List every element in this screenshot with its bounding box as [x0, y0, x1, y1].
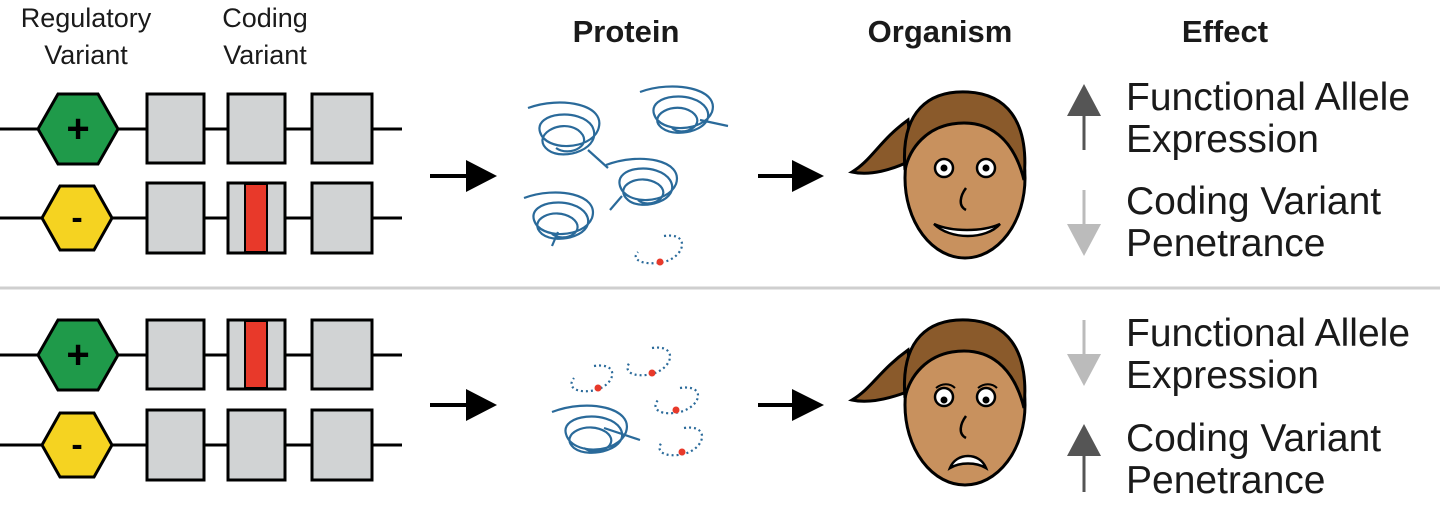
- effect-label: Coding Variant Penetrance: [1126, 181, 1381, 265]
- effect-arrow-down-light: [1067, 320, 1101, 386]
- exon: [310, 92, 374, 165]
- gene-row-top-plus: [0, 92, 402, 166]
- header-line: Coding: [222, 3, 308, 33]
- folded-protein: [527, 101, 609, 169]
- folded-protein: [551, 404, 641, 454]
- folded-protein: [523, 191, 595, 247]
- variant-dot: [648, 369, 656, 377]
- minus-symbol: -: [71, 426, 82, 464]
- flow-arrow: [430, 389, 497, 421]
- effect-line: Expression: [1126, 354, 1319, 397]
- minus-hexagon: [40, 184, 114, 252]
- header-line: Variant: [223, 40, 307, 70]
- exon: [226, 408, 287, 482]
- effect-line: Coding Variant: [1126, 180, 1382, 223]
- gene-row-top-minus: [0, 181, 402, 255]
- effect-header: Effect: [1181, 14, 1269, 49]
- misfolded-protein: [570, 364, 614, 393]
- folded-protein: [605, 157, 679, 211]
- minus-symbol: -: [71, 199, 82, 237]
- effect-line: Penetrance: [1126, 222, 1326, 265]
- coding-variant-mark: [244, 183, 268, 253]
- effect-line: Functional Allele: [1126, 312, 1411, 355]
- exon: [145, 92, 206, 165]
- effect-line: Functional Allele: [1126, 76, 1411, 119]
- effect-arrow-up-dark: [1067, 84, 1101, 150]
- happy-face-icon: [848, 90, 1027, 260]
- plus-hexagon: [36, 92, 120, 166]
- misfolded-protein: [654, 386, 700, 415]
- organism-header: Organism: [867, 14, 1013, 49]
- exon: [310, 318, 374, 391]
- exon: [145, 408, 206, 482]
- effect-label: Functional Allele Expression: [1126, 313, 1410, 397]
- plus-symbol: +: [66, 107, 89, 151]
- variant-dot: [656, 258, 664, 266]
- sad-face-icon: [848, 318, 1027, 487]
- header-line: Variant: [44, 40, 128, 70]
- misfolded-protein: [658, 426, 704, 457]
- gene-row-bottom-minus: [0, 408, 402, 482]
- coding-variant-header: Coding Variant: [196, 3, 334, 71]
- coding-variant-mark: [244, 320, 268, 389]
- plus-symbol: +: [66, 333, 89, 377]
- exon: [145, 181, 206, 255]
- effect-label: Coding Variant Penetrance: [1126, 418, 1381, 502]
- variant-dot: [672, 406, 680, 414]
- variant-dot: [594, 384, 602, 392]
- effect-line: Expression: [1126, 118, 1319, 161]
- effect-line: Penetrance: [1126, 459, 1326, 502]
- exon: [310, 408, 374, 482]
- flow-arrow: [430, 160, 497, 192]
- exon: [310, 181, 374, 255]
- folded-protein: [639, 85, 729, 134]
- gene-row-bottom-plus: [0, 318, 402, 392]
- protein-header: Protein: [572, 14, 680, 49]
- minus-hexagon: [40, 411, 114, 479]
- effect-line: Coding Variant: [1126, 417, 1382, 460]
- regulatory-variant-header: Regulatory Variant: [0, 3, 172, 71]
- header-line: Regulatory: [20, 3, 152, 33]
- exon: [145, 318, 206, 391]
- misfolded-protein: [634, 234, 684, 265]
- exon: [226, 92, 287, 165]
- variant-dot: [678, 448, 686, 456]
- effect-label: Functional Allele Expression: [1126, 77, 1410, 161]
- plus-hexagon: [36, 318, 120, 392]
- effect-arrow-up-dark: [1067, 424, 1101, 492]
- flow-arrow: [758, 160, 824, 192]
- effect-arrow-down-light: [1067, 190, 1101, 256]
- flow-arrow: [758, 389, 824, 421]
- misfolded-protein: [626, 346, 672, 377]
